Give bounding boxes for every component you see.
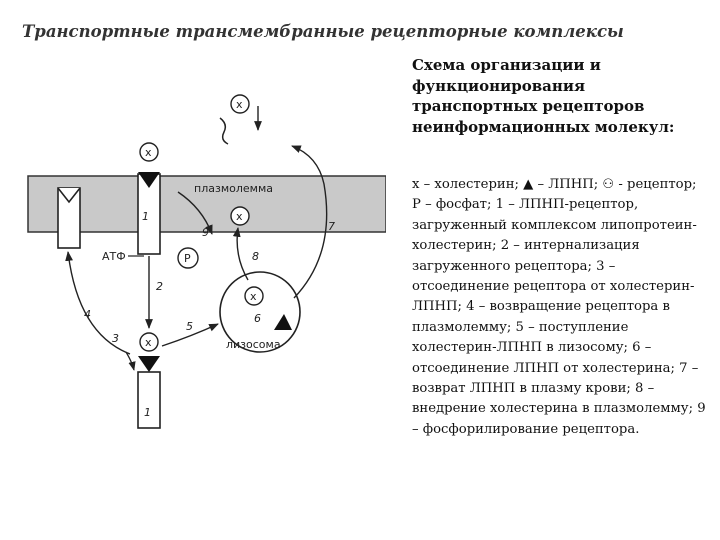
plasmolemma-label: плазмолемма [194, 182, 273, 195]
receptor-internal [137, 371, 161, 429]
cholesterol-outside-label: х [236, 98, 243, 111]
scheme-legend: х – холестерин; ▲ – ЛПНП; ⚇ - рецептор; … [412, 177, 706, 437]
arrow-5 [161, 323, 219, 347]
arrow-7 [291, 145, 328, 299]
cholesterol-outside [230, 94, 250, 114]
step-1-top: 1 [142, 210, 149, 223]
ldl-triangle-lysosome [274, 314, 292, 330]
wavy-ldl-line [219, 117, 229, 145]
lysosome [219, 271, 301, 353]
arrow-3 [125, 351, 136, 371]
phosphate-circle [177, 247, 199, 269]
lysosome-label: лизосома [226, 338, 281, 351]
ldl-triangle-inner [138, 356, 160, 372]
step-8: 8 [252, 250, 259, 263]
slide-title: Транспортные трансмембранные рецепторные… [22, 22, 624, 41]
cholesterol-center [139, 142, 159, 162]
cholesterol-center-label: х [145, 146, 152, 159]
receptor-left-notch [57, 187, 81, 204]
cholesterol-membrane [230, 206, 250, 226]
scheme-heading: Схема организации и функционирования тра… [412, 56, 675, 136]
cholesterol-inner [139, 332, 159, 352]
step-3: 3 [112, 332, 119, 345]
step-1-bottom: 1 [144, 406, 151, 419]
cholesterol-membrane-label: х [236, 210, 243, 223]
arrow-8 [232, 227, 249, 281]
atp-label: АТФ [102, 250, 126, 263]
receptor-diagram: плазмолемма х 1 х х 9 Р АТФ 2 х 1 3 4 ли… [27, 94, 386, 429]
step-9: 9 [202, 226, 209, 239]
cholesterol-inner-label: х [145, 336, 152, 349]
step-6: 6 [254, 312, 261, 325]
cholesterol-lysosome-label: х [250, 290, 257, 303]
ldl-triangle-center [138, 172, 160, 188]
step-7: 7 [328, 220, 335, 233]
arrow-9 [177, 191, 213, 235]
step-5: 5 [186, 320, 193, 333]
phosphate-label: Р [184, 252, 191, 265]
step-2: 2 [156, 280, 163, 293]
arrow-4 [65, 251, 131, 355]
cholesterol-lysosome [244, 286, 264, 306]
step-4: 4 [84, 308, 91, 321]
